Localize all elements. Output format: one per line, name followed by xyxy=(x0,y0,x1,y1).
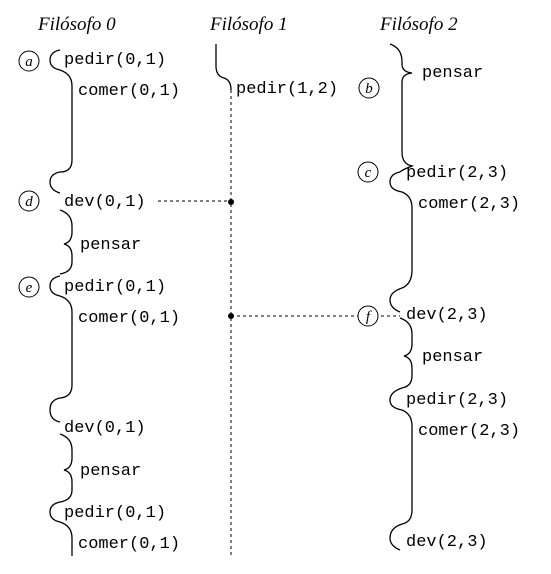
brace-p0-2 xyxy=(59,209,73,275)
p1-pedir: pedir(1,2) xyxy=(236,80,338,99)
junction-dot-2 xyxy=(228,313,234,319)
p0-pensar-2: pensar xyxy=(80,462,141,481)
svg-text:c: c xyxy=(365,165,372,181)
brace-p2-4 xyxy=(389,399,413,551)
p2-pensar-2: pensar xyxy=(422,348,483,367)
marker-b: b xyxy=(358,77,380,99)
p2-comer-1: comer(2,3) xyxy=(418,195,520,214)
p0-comer-1: comer(0,1) xyxy=(78,82,180,101)
svg-text:e: e xyxy=(26,280,33,296)
timeline-filosofo-0 xyxy=(49,49,73,556)
brace-p0-3 xyxy=(49,275,73,423)
p2-dev-2: dev(2,3) xyxy=(406,533,488,552)
p0-pedir-1: pedir(0,1) xyxy=(64,51,166,70)
timeline-filosofo-1 xyxy=(215,44,232,556)
brace-p2-3 xyxy=(389,317,413,401)
marker-e: e xyxy=(18,276,40,298)
brace-p2-2 xyxy=(389,171,413,313)
svg-text:a: a xyxy=(25,54,33,70)
svg-text:f: f xyxy=(366,309,372,325)
p2-dev-1: dev(2,3) xyxy=(406,306,488,325)
svg-text:b: b xyxy=(365,81,373,97)
p0-pedir-3: pedir(0,1) xyxy=(64,504,166,523)
brace-p0-5 xyxy=(49,501,73,556)
p2-comer-2: comer(2,3) xyxy=(418,422,520,441)
brace-p0-1 xyxy=(49,49,73,194)
brace-p0-4 xyxy=(59,433,73,503)
junction-dot-1 xyxy=(228,199,234,205)
p2-pedir-2: pedir(2,3) xyxy=(406,391,508,410)
timeline-filosofo-2 xyxy=(389,43,415,551)
svg-text:d: d xyxy=(25,194,33,210)
p2-pedir-1: pedir(2,3) xyxy=(406,164,508,183)
marker-a: a xyxy=(18,50,40,72)
p2-pensar-1: pensar xyxy=(422,64,483,83)
header-filosofo-2: Filósofo 2 xyxy=(379,14,458,35)
p0-pensar-1: pensar xyxy=(80,236,141,255)
p0-pedir-2: pedir(0,1) xyxy=(64,278,166,297)
p0-dev-1: dev(0,1) xyxy=(64,193,146,212)
marker-d: d xyxy=(18,190,40,212)
brace-p2-1 xyxy=(389,43,415,173)
brace-p1 xyxy=(215,44,232,91)
header-filosofo-0: Filósofo 0 xyxy=(37,14,116,35)
marker-f: f xyxy=(357,305,379,327)
p0-dev-2: dev(0,1) xyxy=(64,419,146,438)
p0-comer-2: comer(0,1) xyxy=(78,309,180,328)
p0-comer-3: comer(0,1) xyxy=(78,535,180,554)
marker-c: c xyxy=(357,161,379,183)
header-filosofo-1: Filósofo 1 xyxy=(209,14,288,35)
